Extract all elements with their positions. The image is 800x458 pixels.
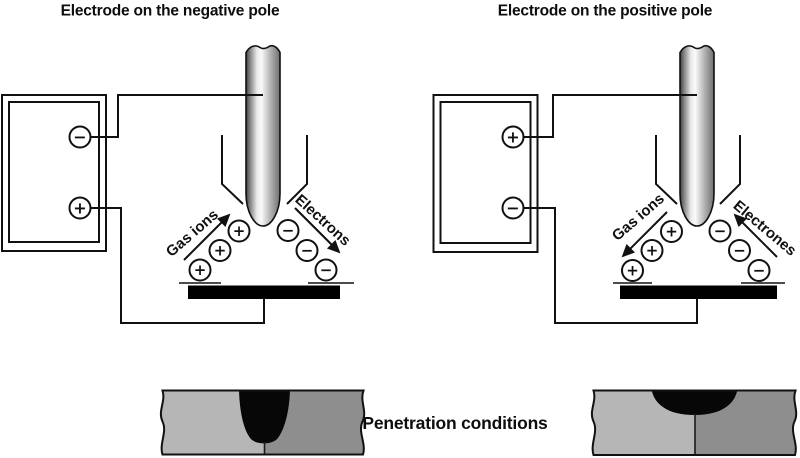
plus-icon: + xyxy=(665,223,678,241)
negative-pole-title: Electrode on the negative pole xyxy=(61,3,280,20)
power-source-box-inner xyxy=(8,101,100,243)
penetration-section: Penetration conditions xyxy=(159,389,798,456)
positive-terminal xyxy=(501,125,525,149)
nozzle-right xyxy=(286,135,308,205)
negative-terminal xyxy=(68,125,92,149)
electrode xyxy=(245,44,281,227)
plus-icon: + xyxy=(646,242,659,260)
electron-circle xyxy=(728,239,751,262)
gas-ion-circle xyxy=(227,219,251,243)
minus-icon: − xyxy=(733,242,746,260)
gas-ion-circle xyxy=(188,258,212,282)
minus-icon: − xyxy=(320,261,333,279)
plus-icon: + xyxy=(506,128,519,147)
electrode xyxy=(679,44,715,227)
electron-particles: − − − xyxy=(708,219,771,282)
workpiece xyxy=(620,285,777,299)
electron-circle xyxy=(708,219,732,243)
minus-icon: − xyxy=(73,128,86,147)
wire-bottom-terminal-to-workpiece xyxy=(523,207,698,324)
electrons-arrow xyxy=(294,207,341,254)
electron-circle xyxy=(276,219,300,242)
positive-terminal xyxy=(68,196,92,220)
power-source-box-inner xyxy=(439,101,532,244)
plus-icon: + xyxy=(73,199,86,218)
electron-circle xyxy=(295,239,319,262)
minus-icon: − xyxy=(301,242,314,260)
penetration-cross-section-negative xyxy=(159,389,366,456)
minus-icon: − xyxy=(714,222,727,240)
gas-ions-label: Gas ions xyxy=(609,190,668,244)
plus-icon: + xyxy=(626,262,639,280)
negative-pole-diagram: Electrode on the negative pole − + Gas i… xyxy=(1,3,354,324)
gas-ion-circle xyxy=(621,259,644,282)
workpiece xyxy=(188,285,340,299)
negative-terminal xyxy=(501,196,525,220)
gas-ion-particles: + + + xyxy=(621,220,683,282)
nozzle-left xyxy=(221,135,244,205)
penetration-conditions-label: Penetration conditions xyxy=(362,413,548,433)
plus-icon: + xyxy=(194,261,207,279)
penetration-cross-section-positive xyxy=(590,389,798,456)
gas-ions-arrow xyxy=(621,211,668,258)
plate-outline xyxy=(590,389,798,456)
weld-bead-deep xyxy=(239,390,290,444)
minus-icon: − xyxy=(506,199,519,218)
wire-top-terminal-to-electrode xyxy=(90,94,263,138)
minus-icon: − xyxy=(753,262,766,280)
gas-ion-circle xyxy=(640,239,664,262)
gas-ion-circle xyxy=(208,239,232,262)
gas-ion-particles: + + + xyxy=(188,219,251,282)
gas-ion-circle xyxy=(660,220,683,243)
wire-top-terminal-to-electrode xyxy=(523,94,697,138)
nozzle-left xyxy=(655,135,678,205)
gas-ions-arrow xyxy=(183,213,231,261)
electron-circle xyxy=(314,258,338,282)
nozzle-right xyxy=(719,135,741,205)
positive-pole-title: Electrode on the positive pole xyxy=(498,3,713,20)
positive-pole-diagram: Electrode on the positive pole + − Gas i… xyxy=(432,3,800,324)
electron-circle xyxy=(747,259,771,282)
weld-bead-shallow xyxy=(651,390,738,415)
plus-icon: + xyxy=(214,242,227,260)
electrons-arrow xyxy=(733,213,778,258)
plus-icon: + xyxy=(233,222,246,240)
plate-outline xyxy=(159,389,366,456)
minus-icon: − xyxy=(282,222,295,240)
electron-particles: − − − xyxy=(276,219,338,282)
wire-bottom-terminal-to-workpiece xyxy=(90,207,265,324)
